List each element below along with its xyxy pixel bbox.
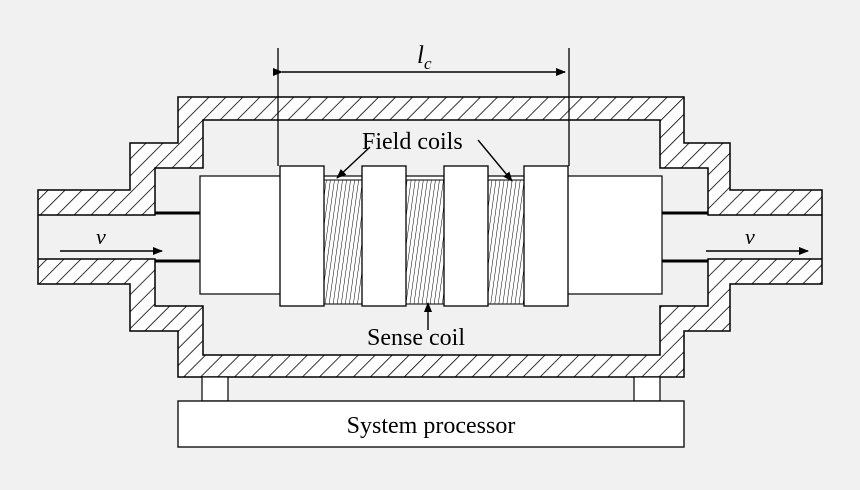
velocity-in-label: v xyxy=(96,224,106,249)
field-coil-pointer-right xyxy=(477,139,513,182)
velocity-out-label: v xyxy=(745,224,755,249)
coil-winding-3 xyxy=(487,179,527,305)
length-label: lc xyxy=(417,42,432,73)
field-coil-pointer-left xyxy=(336,146,371,179)
system-processor-label: System processor xyxy=(347,413,516,439)
field-coils-label: Field coils xyxy=(362,129,463,155)
coil-winding-1 xyxy=(321,179,365,305)
support-leg-right xyxy=(633,376,661,402)
coil-winding-2 xyxy=(405,179,449,305)
system-processor-box xyxy=(177,400,685,448)
support-leg-left xyxy=(201,376,229,402)
flange-3 xyxy=(443,165,489,307)
sense-coil-label: Sense coil xyxy=(367,325,465,351)
flange-1 xyxy=(279,165,325,307)
flange-4 xyxy=(523,165,569,307)
flange-2 xyxy=(361,165,407,307)
housing-wall xyxy=(37,96,823,378)
